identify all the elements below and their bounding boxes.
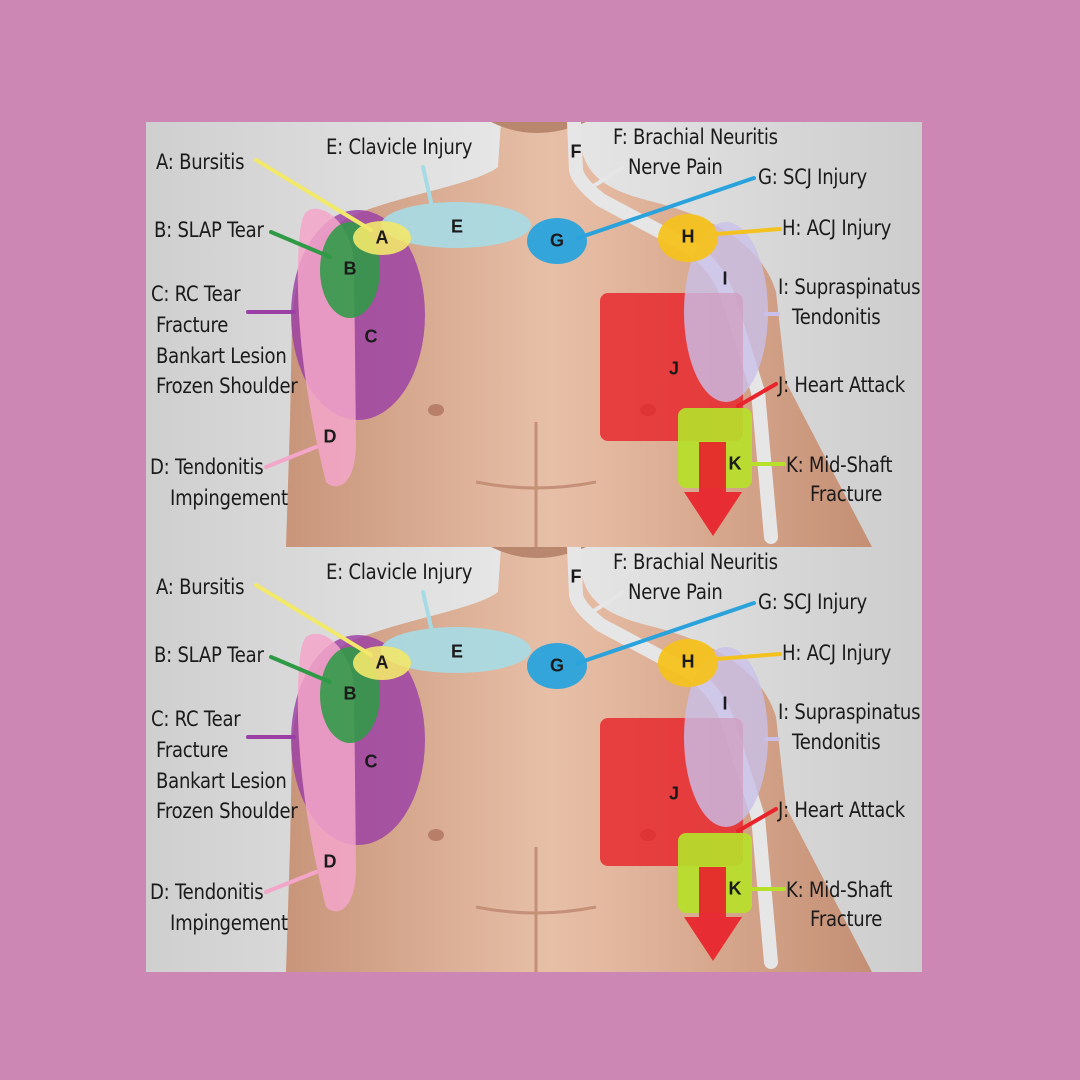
callout-label-i: Tendonitis bbox=[792, 305, 881, 329]
leader-line-f bbox=[590, 591, 624, 614]
leader-line-a bbox=[254, 158, 373, 232]
region-letter-e: E bbox=[450, 641, 464, 662]
callout-label-c: Bankart Lesion bbox=[156, 344, 287, 368]
region-i bbox=[684, 222, 768, 402]
region-letter-i: I bbox=[722, 693, 728, 714]
region-letter-d: D bbox=[323, 426, 337, 447]
callout-label-f: Nerve Pain bbox=[628, 155, 723, 179]
callout-label-b: B: SLAP Tear bbox=[154, 218, 264, 242]
callout-label-d: D: Tendonitis bbox=[150, 455, 264, 479]
region-letter-b: B bbox=[343, 683, 357, 704]
region-letter-k: K bbox=[728, 453, 742, 474]
region-letter-c: C bbox=[364, 751, 378, 772]
leader-line-a bbox=[254, 583, 373, 657]
region-letter-g: G bbox=[549, 655, 565, 676]
arm-pain-arrow bbox=[684, 442, 742, 536]
region-letter-b: B bbox=[343, 258, 357, 279]
callout-label-f: F: Brachial Neuritis bbox=[613, 125, 778, 149]
region-letter-h: H bbox=[681, 651, 695, 672]
region-h bbox=[658, 214, 718, 262]
callout-label-c: C: RC Tear bbox=[151, 707, 241, 731]
diagram-canvas bbox=[146, 547, 922, 972]
arm-pain-arrow bbox=[684, 867, 742, 961]
region-letter-h: H bbox=[681, 226, 695, 247]
leader-line-h bbox=[714, 227, 782, 236]
region-letter-j: J bbox=[668, 358, 680, 379]
callout-label-b: B: SLAP Tear bbox=[154, 643, 264, 667]
callout-label-d: Impingement bbox=[170, 911, 288, 935]
region-letter-d: D bbox=[323, 851, 337, 872]
callout-label-e: E: Clavicle Injury bbox=[326, 560, 473, 584]
callout-label-i: I: Supraspinatus bbox=[778, 700, 921, 724]
leader-line-g bbox=[576, 176, 756, 240]
region-letter-j: J bbox=[668, 783, 680, 804]
callout-label-f: F: Brachial Neuritis bbox=[613, 550, 778, 574]
abdomen-detail bbox=[475, 422, 597, 547]
abdomen-detail bbox=[475, 847, 597, 972]
region-letter-c: C bbox=[364, 326, 378, 347]
callout-label-g: G: SCJ Injury bbox=[758, 165, 867, 189]
region-letter-f: F bbox=[570, 566, 582, 587]
region-g bbox=[527, 218, 587, 264]
callout-label-c: Fracture bbox=[156, 313, 229, 337]
region-e bbox=[381, 627, 531, 673]
callout-label-g: G: SCJ Injury bbox=[758, 590, 867, 614]
callout-label-k: Fracture bbox=[810, 907, 883, 931]
leader-line-b bbox=[269, 230, 332, 259]
region-h bbox=[658, 639, 718, 687]
diagram-canvas bbox=[146, 122, 922, 547]
chin-shadow bbox=[491, 547, 586, 558]
callout-label-k: K: Mid-Shaft bbox=[786, 453, 893, 477]
leader-line-f bbox=[590, 166, 624, 189]
region-g bbox=[527, 643, 587, 689]
callout-label-c: Frozen Shoulder bbox=[156, 799, 298, 823]
chest-detail bbox=[428, 404, 444, 416]
callout-label-k: Fracture bbox=[810, 482, 883, 506]
callout-label-c: Bankart Lesion bbox=[156, 769, 287, 793]
region-letter-f: F bbox=[570, 141, 582, 162]
chin-shadow bbox=[491, 122, 586, 133]
region-letter-i: I bbox=[722, 268, 728, 289]
callout-label-j: J: Heart Attack bbox=[778, 798, 905, 822]
callout-label-j: J: Heart Attack bbox=[778, 373, 905, 397]
leader-line-b bbox=[269, 655, 332, 684]
callout-label-i: I: Supraspinatus bbox=[778, 275, 921, 299]
callout-label-f: Nerve Pain bbox=[628, 580, 723, 604]
callout-label-c: Fracture bbox=[156, 738, 229, 762]
callout-label-k: K: Mid-Shaft bbox=[786, 878, 893, 902]
callout-label-c: C: RC Tear bbox=[151, 282, 241, 306]
chest-detail bbox=[428, 829, 444, 841]
callout-label-e: E: Clavicle Injury bbox=[326, 135, 473, 159]
callout-label-a: A: Bursitis bbox=[156, 575, 245, 599]
callout-label-h: H: ACJ Injury bbox=[782, 641, 892, 665]
leader-line-e bbox=[421, 165, 433, 204]
leader-line-d bbox=[264, 445, 318, 469]
region-i bbox=[684, 647, 768, 827]
leader-line-g bbox=[576, 601, 756, 665]
callout-label-c: Frozen Shoulder bbox=[156, 374, 298, 398]
region-letter-a: A bbox=[375, 652, 389, 673]
leader-line-d bbox=[264, 870, 318, 894]
callout-label-a: A: Bursitis bbox=[156, 150, 245, 174]
leader-line-h bbox=[714, 652, 782, 661]
callout-label-d: D: Tendonitis bbox=[150, 880, 264, 904]
region-letter-g: G bbox=[549, 230, 565, 251]
region-letter-k: K bbox=[728, 878, 742, 899]
callout-label-h: H: ACJ Injury bbox=[782, 216, 892, 240]
region-e bbox=[381, 202, 531, 248]
callout-label-d: Impingement bbox=[170, 486, 288, 510]
callout-label-i: Tendonitis bbox=[792, 730, 881, 754]
leader-line-j bbox=[736, 807, 778, 833]
leader-line-e bbox=[421, 590, 433, 629]
leader-line-j bbox=[736, 382, 778, 408]
region-letter-e: E bbox=[450, 216, 464, 237]
region-letter-a: A bbox=[375, 227, 389, 248]
